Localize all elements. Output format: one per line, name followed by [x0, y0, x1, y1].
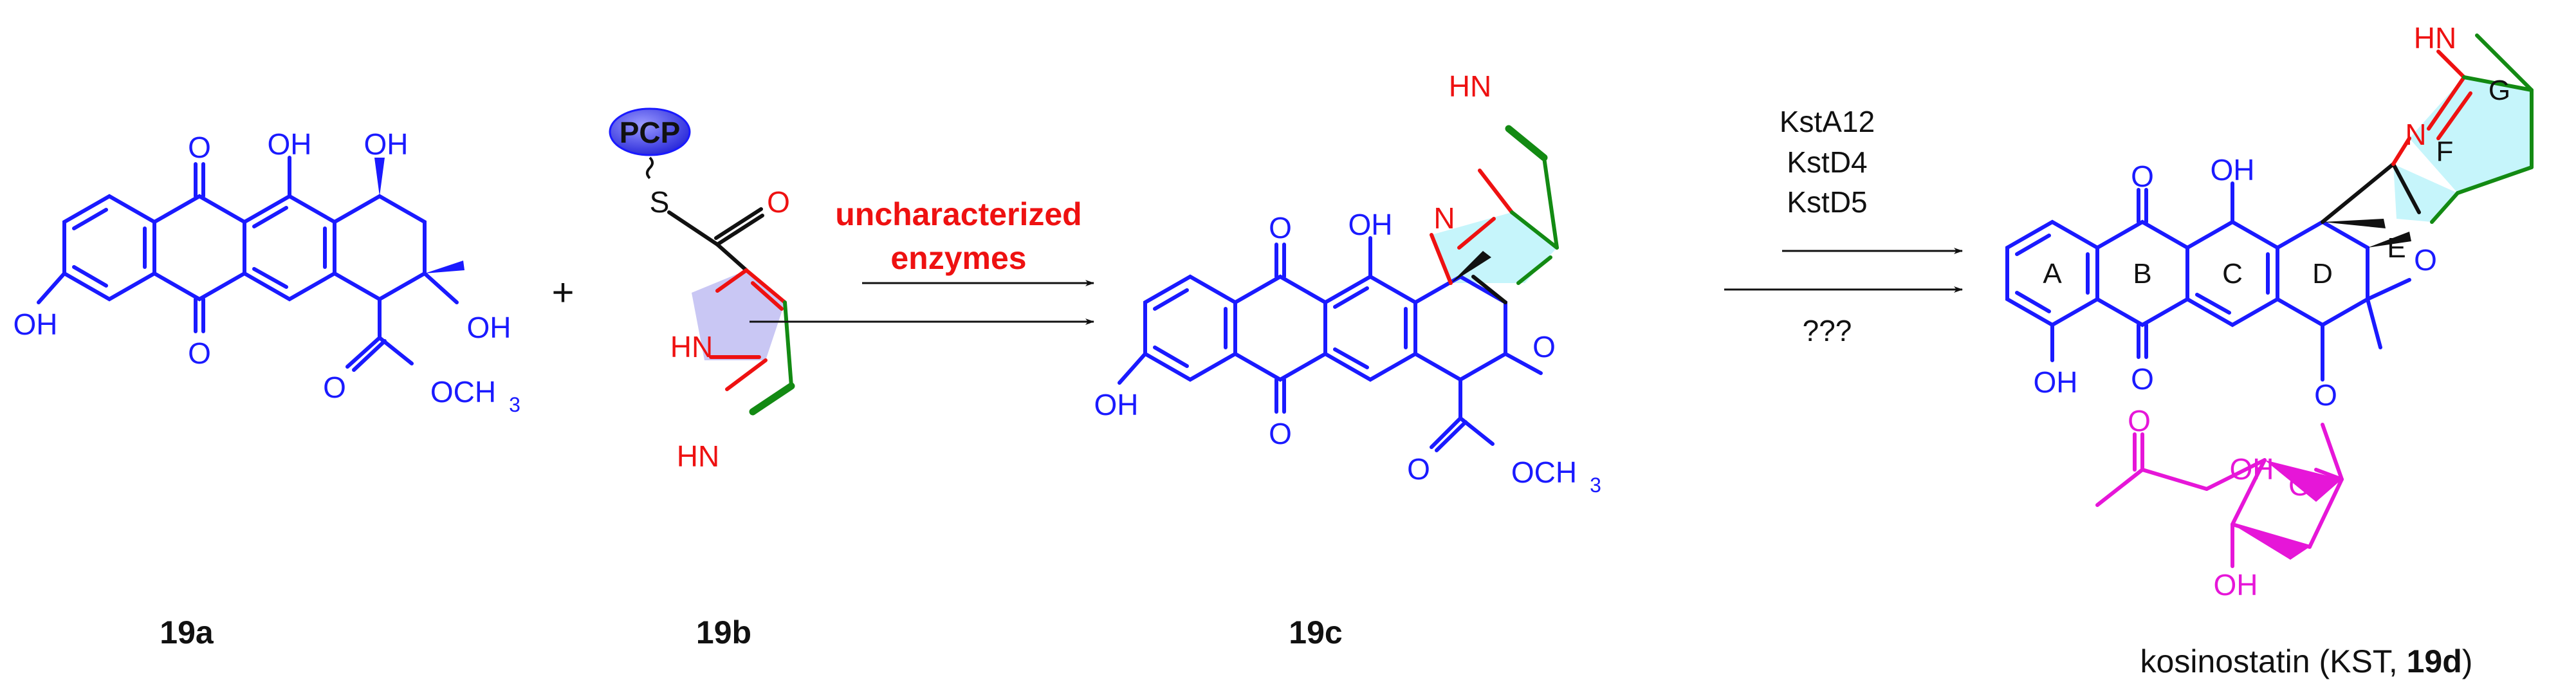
atom-label: S	[650, 185, 670, 219]
atom-label: O	[2131, 160, 2154, 193]
compound-19c: O O OH OH HN N O O OCH 3 19c	[1094, 69, 1601, 650]
wedge-bond	[2323, 219, 2386, 228]
enzyme-label-line1: uncharacterized	[835, 196, 1081, 232]
pyrroline-ring-fill	[1431, 212, 1557, 283]
compound-19d: O O OH OH HN N O O O OH OH O A B C D E F…	[2005, 21, 2534, 679]
compound-label-19c: 19c	[1289, 614, 1342, 650]
atom-label: O	[1407, 452, 1430, 486]
atom-label: OH	[14, 308, 58, 341]
compound-label-19a: 19a	[160, 614, 214, 650]
atom-label: OH	[364, 127, 409, 161]
atom-label: O	[2414, 243, 2437, 277]
reagent-label-kstD4: KstD4	[1787, 145, 1867, 179]
sugar-wedge	[2265, 460, 2342, 502]
sugar-wedge	[2232, 524, 2310, 560]
atom-label: HN	[670, 330, 713, 364]
ring-label-a: A	[2043, 258, 2062, 290]
pcp-label: PCP	[620, 116, 681, 149]
atom-label: 3	[1590, 474, 1601, 497]
reagent-label-kstD5: KstD5	[1787, 185, 1867, 219]
compound-19a-atoms: O O OH OH OH OH O OCH 3	[14, 127, 520, 416]
ring-label-f: F	[2436, 136, 2454, 167]
atom-label: O	[1269, 211, 1292, 244]
atom-label: O	[188, 131, 211, 164]
atom-label: O	[1269, 417, 1292, 450]
atom-label: O	[188, 336, 211, 370]
wavy-bond	[646, 156, 654, 180]
atom-label: N	[2405, 118, 2426, 151]
atom-label: O	[2288, 468, 2312, 502]
compound-19a-bonds	[37, 156, 459, 372]
atom-label: OH	[467, 311, 511, 344]
atom-label: OH	[2034, 365, 2078, 399]
atom-label: HN	[2414, 21, 2456, 55]
compound-label-19d: kosinostatin (KST, 19d)	[2140, 643, 2473, 679]
compound-19a: O O OH OH OH OH O OCH 3 19a	[14, 127, 520, 650]
wedge-bond	[425, 261, 465, 273]
ring-label-d: D	[2312, 258, 2333, 290]
wedge-bond	[2368, 232, 2411, 248]
atom-label: O	[2314, 378, 2337, 412]
ring-label-c: C	[2222, 258, 2243, 290]
atom-label: OH	[2230, 452, 2274, 486]
atom-label: OH	[268, 127, 312, 161]
reaction-step-2: KstA12 KstD4 KstD5 ???	[1724, 105, 1963, 347]
ring-g-fill	[2409, 77, 2532, 193]
atom-label: O	[2131, 362, 2154, 396]
wedge-bond	[374, 158, 385, 196]
atom-label: OH	[1348, 208, 1393, 241]
atom-label: HN	[677, 439, 719, 473]
atom-label: OH	[1094, 388, 1139, 421]
atom-label: O	[1532, 330, 1556, 364]
compound-19b: PCP S O HN HN 19b	[609, 107, 795, 650]
enzyme-label-line2: enzymes	[890, 240, 1026, 276]
ring-label-b: B	[2133, 258, 2151, 290]
reagent-label-kstA12: KstA12	[1780, 105, 1875, 138]
compound-label-19b: 19b	[696, 614, 751, 650]
atom-label: O	[323, 371, 346, 404]
atom-label: OCH	[1511, 456, 1577, 489]
atom-label: OH	[2214, 568, 2258, 602]
atom-label: N	[1433, 201, 1455, 235]
pcp-domain	[609, 107, 691, 156]
atom-label: 3	[509, 393, 520, 416]
atom-label: O	[2128, 404, 2151, 438]
unknown-steps-label: ???	[1803, 314, 1852, 347]
ring-f-fill	[2393, 164, 2458, 222]
ring-label-g: G	[2489, 75, 2510, 106]
atom-label: HN	[1449, 69, 1491, 103]
reaction-step-1: uncharacterized enzymes	[750, 196, 1094, 325]
ring-label-e: E	[2387, 232, 2406, 264]
atom-label: OH	[2211, 153, 2255, 187]
plus-sign: +	[551, 271, 574, 314]
wedge-bond	[1451, 251, 1491, 283]
atom-label: OCH	[430, 375, 496, 409]
atom-label: O	[767, 185, 790, 219]
